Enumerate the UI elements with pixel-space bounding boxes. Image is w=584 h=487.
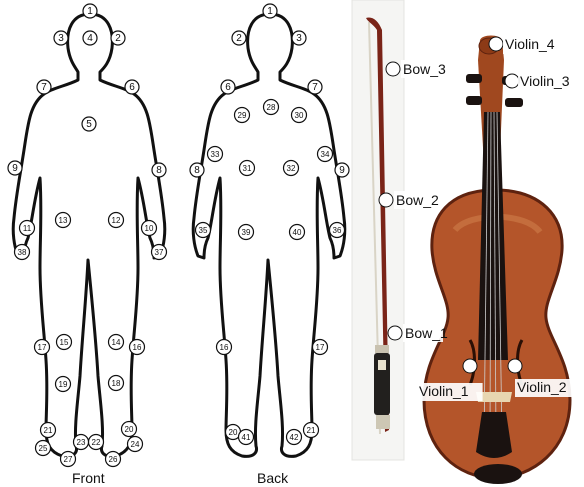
back-marker-17: 17 — [316, 343, 325, 352]
back-marker-35: 35 — [199, 226, 208, 235]
front-marker-23: 23 — [77, 438, 86, 447]
front-marker-2: 2 — [115, 33, 121, 44]
back-caption: Back — [257, 470, 288, 486]
back-marker-3: 3 — [296, 33, 302, 44]
back-marker-41: 41 — [242, 433, 251, 442]
front-marker-17: 17 — [38, 343, 47, 352]
front-marker-26: 26 — [109, 455, 118, 464]
front-marker-37: 37 — [155, 248, 164, 257]
peg — [466, 96, 482, 105]
front-marker-11: 11 — [23, 224, 32, 233]
front-marker-9: 9 — [12, 163, 18, 174]
bow-marker-1-circle — [386, 62, 400, 76]
bow-label-bow_2: Bow_2 — [396, 192, 439, 208]
front-marker-5: 5 — [86, 119, 92, 130]
peg — [466, 74, 482, 83]
violin-label-violin_2: Violin_2 — [517, 379, 567, 395]
front-marker-19: 19 — [59, 380, 68, 389]
back-marker-8: 8 — [194, 165, 200, 176]
violin-marker-2-circle — [505, 74, 519, 88]
peg — [505, 98, 523, 107]
front-body-outline — [13, 14, 165, 456]
back-marker-39: 39 — [242, 228, 251, 237]
front-marker-21: 21 — [44, 426, 53, 435]
bow-winding — [375, 345, 389, 353]
back-marker-28: 28 — [267, 103, 276, 112]
back-marker-36: 36 — [333, 226, 342, 235]
back-marker-33: 33 — [211, 150, 220, 159]
violin-photo — [424, 36, 570, 485]
back-marker-21: 21 — [307, 426, 316, 435]
front-marker-10: 10 — [145, 224, 154, 233]
front-marker-14: 14 — [112, 338, 121, 347]
front-marker-13: 13 — [59, 216, 68, 225]
violin-fingerboard — [478, 112, 508, 360]
front-marker-38: 38 — [18, 248, 27, 257]
front-marker-27: 27 — [64, 455, 73, 464]
front-marker-18: 18 — [112, 379, 121, 388]
back-marker-42: 42 — [290, 433, 299, 442]
back-marker-7: 7 — [312, 82, 318, 93]
violin-marker-3-circle — [463, 359, 477, 373]
back-marker-31: 31 — [243, 164, 252, 173]
back-body-outline — [193, 14, 345, 456]
front-marker-25: 25 — [39, 444, 48, 453]
front-marker-24: 24 — [131, 440, 140, 449]
back-marker-16: 16 — [220, 343, 229, 352]
front-caption: Front — [72, 470, 105, 486]
violin-marker-1-circle — [489, 37, 503, 51]
violin-chinrest — [474, 464, 522, 484]
bow-label-bow_3: Bow_3 — [403, 61, 446, 77]
violin-label-violin_1: Violin_1 — [419, 383, 469, 399]
front-marker-20: 20 — [125, 425, 134, 434]
bow-screw — [376, 415, 390, 429]
front-marker-1: 1 — [87, 6, 93, 17]
front-marker-7: 7 — [41, 82, 47, 93]
violin-label-violin_4: Violin_4 — [505, 36, 555, 52]
front-marker-4: 4 — [87, 33, 93, 44]
violin-marker-4-circle — [508, 359, 522, 373]
bow-label-bow_1: Bow_1 — [405, 325, 448, 341]
bow-marker-3-circle — [388, 326, 402, 340]
front-marker-8: 8 — [156, 165, 162, 176]
bow-marker-2-circle — [379, 193, 393, 207]
back-marker-40: 40 — [293, 228, 302, 237]
front-marker-12: 12 — [112, 216, 121, 225]
front-marker-16: 16 — [133, 343, 142, 352]
front-marker-15: 15 — [60, 338, 69, 347]
front-marker-6: 6 — [129, 82, 135, 93]
front-marker-22: 22 — [92, 438, 101, 447]
back-marker-30: 30 — [295, 111, 304, 120]
front-marker-3: 3 — [58, 33, 64, 44]
back-marker-29: 29 — [238, 111, 247, 120]
back-marker-32: 32 — [287, 164, 296, 173]
violin-tailpiece — [476, 412, 512, 458]
violin-label-violin_3: Violin_3 — [520, 73, 570, 89]
back-marker-9: 9 — [339, 165, 345, 176]
back-marker-34: 34 — [321, 150, 330, 159]
back-marker-1: 1 — [267, 6, 273, 17]
back-marker-6: 6 — [225, 82, 231, 93]
back-marker-2: 2 — [236, 33, 242, 44]
back-marker-20: 20 — [229, 428, 238, 437]
